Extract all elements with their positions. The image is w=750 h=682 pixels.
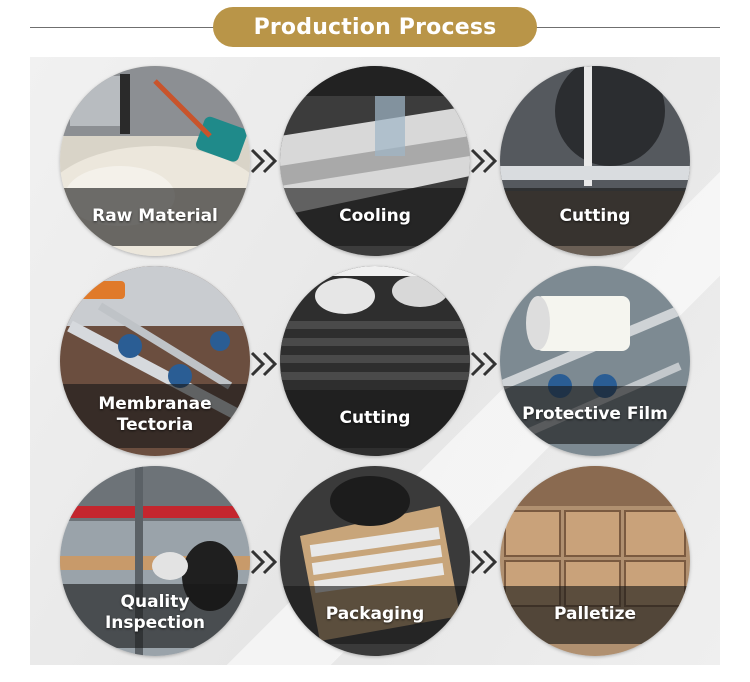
header-rule-left — [30, 27, 218, 28]
step-packaging: Packaging — [280, 466, 470, 656]
step-label-line2: Tectoria — [116, 415, 194, 435]
double-chevron-right-icon — [250, 351, 278, 377]
caption-band — [280, 188, 470, 246]
caption-band — [500, 188, 690, 246]
step-label: Membranae — [98, 394, 212, 414]
step-label: Palletize — [553, 604, 637, 624]
step-membranae-tectoria: Membranae Tectoria — [60, 266, 250, 456]
step-palletize: Palletize — [500, 466, 690, 656]
step-label: Protective Film — [522, 404, 668, 424]
caption-band — [60, 584, 250, 648]
step-cooling: Cooling — [280, 66, 470, 256]
step-label-line2: Inspection — [104, 613, 206, 633]
step-cutting-1: Cutting — [500, 66, 690, 256]
step-label: Packaging — [325, 604, 425, 624]
caption-band — [280, 586, 470, 644]
step-raw-material: Raw Material — [60, 66, 250, 256]
caption-band — [60, 188, 250, 246]
double-chevron-right-icon — [470, 351, 498, 377]
double-chevron-right-icon — [470, 549, 498, 575]
step-protective-film: Protective Film — [500, 266, 690, 456]
caption-band — [500, 386, 690, 444]
step-label: Cutting — [559, 206, 631, 226]
step-label: Cooling — [339, 206, 411, 226]
step-label: Raw Material — [92, 206, 218, 226]
step-label: Cutting — [339, 408, 411, 428]
double-chevron-right-icon — [250, 148, 278, 174]
double-chevron-right-icon — [470, 148, 498, 174]
double-chevron-right-icon — [250, 549, 278, 575]
step-cutting-2: Cutting — [280, 266, 470, 456]
page-title: Production Process — [213, 7, 537, 47]
step-label: Quality — [120, 592, 190, 612]
caption-band — [280, 390, 470, 448]
caption-band — [500, 586, 690, 644]
header-rule-right — [532, 27, 720, 28]
caption-band — [60, 384, 250, 448]
step-quality-inspection: Quality Inspection — [60, 466, 250, 656]
process-panel: Raw Material Cooling Cutting — [30, 57, 720, 665]
